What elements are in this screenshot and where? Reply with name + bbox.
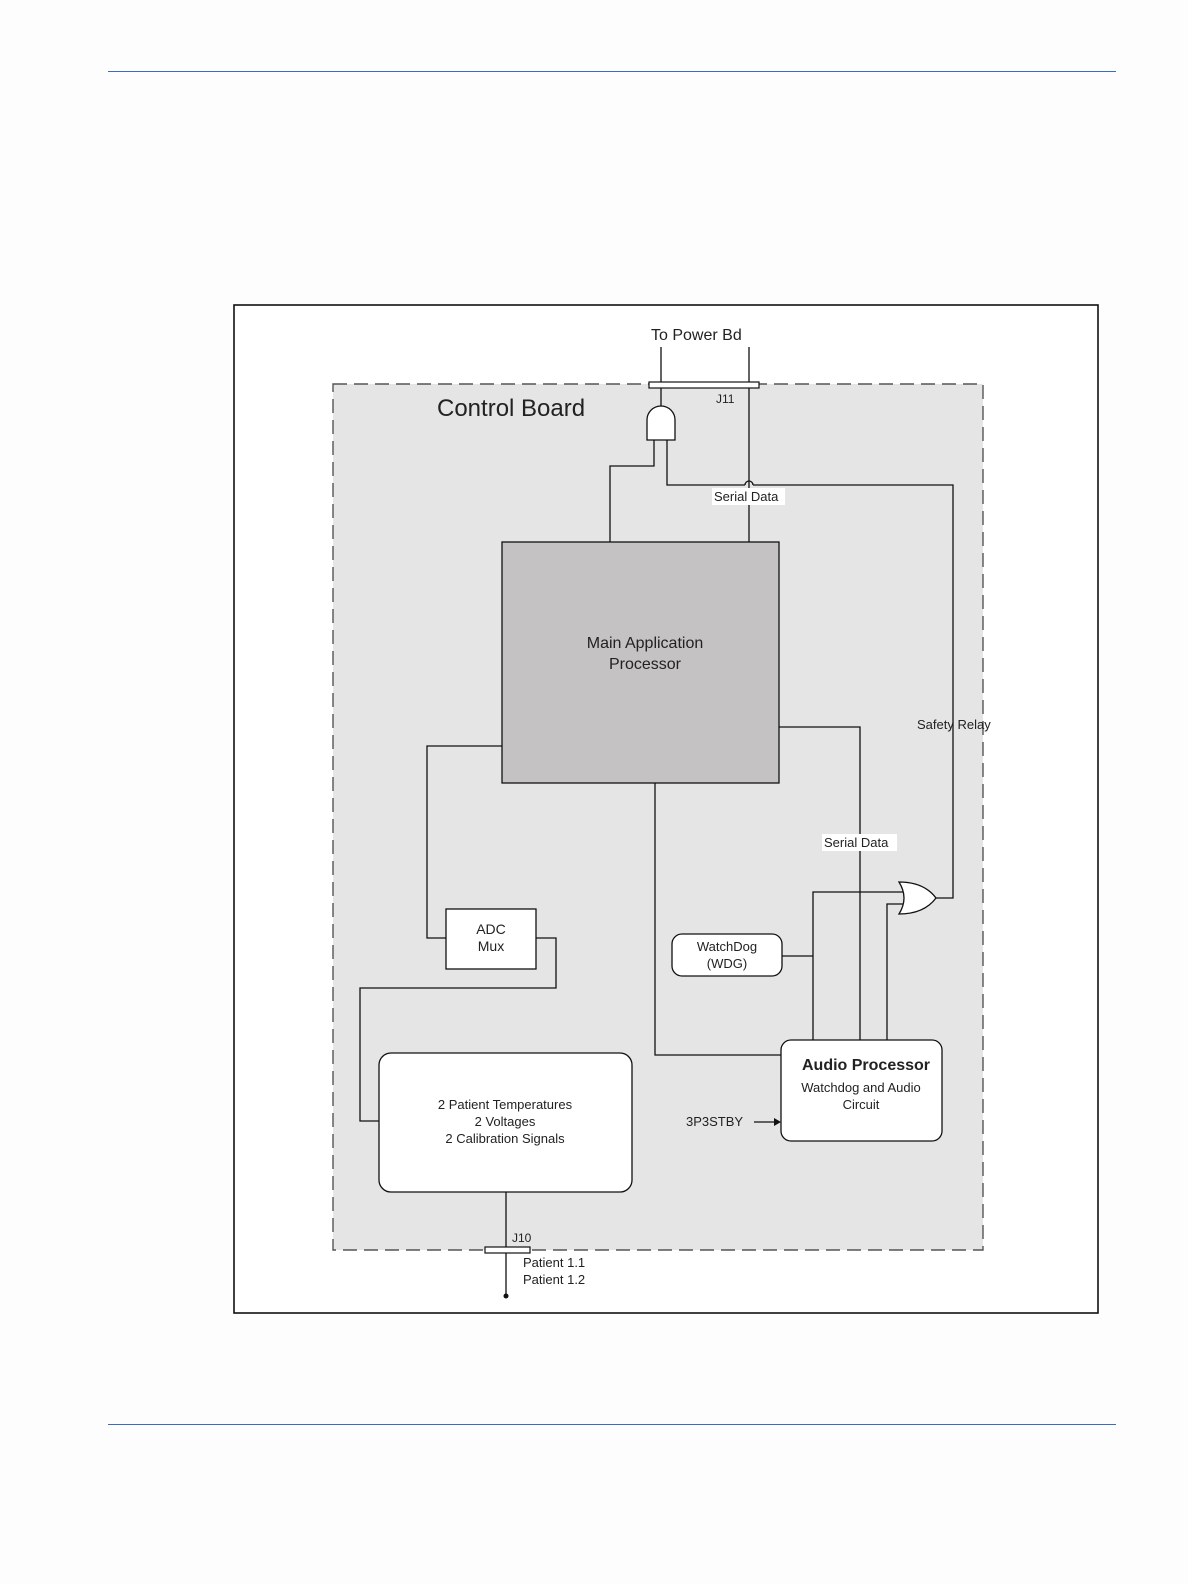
j11-connector xyxy=(649,382,759,388)
signals-line1: 2 Patient Temperatures xyxy=(438,1097,573,1112)
patient-2-label: Patient 1.2 xyxy=(523,1272,585,1287)
main-processor-line1: Main Application xyxy=(587,635,704,652)
audio-processor-line2: Circuit xyxy=(843,1097,880,1112)
to-power-label: To Power Bd xyxy=(651,327,742,344)
signals-line3: 2 Calibration Signals xyxy=(445,1131,565,1146)
serial-data-top-label: Serial Data xyxy=(714,489,779,504)
watchdog-line2: (WDG) xyxy=(707,956,747,971)
serial-data-right-label: Serial Data xyxy=(824,835,889,850)
watchdog-line1: WatchDog xyxy=(697,939,757,954)
j10-terminal-dot xyxy=(504,1294,509,1299)
safety-relay-label: Safety Relay xyxy=(917,717,991,732)
adc-mux-line2: Mux xyxy=(478,938,504,954)
j10-label: J10 xyxy=(512,1231,532,1245)
j10-connector xyxy=(485,1247,530,1253)
and-gate-symbol xyxy=(647,406,675,440)
control-board-title: Control Board xyxy=(437,395,585,422)
main-processor-line2: Processor xyxy=(609,656,682,673)
audio-processor-title: Audio Processor xyxy=(802,1057,930,1074)
adc-mux-line1: ADC xyxy=(476,921,506,937)
j11-label: J11 xyxy=(716,392,735,406)
signals-line2: 2 Voltages xyxy=(475,1114,536,1129)
audio-processor-line1: Watchdog and Audio xyxy=(801,1080,921,1095)
patient-1-label: Patient 1.1 xyxy=(523,1255,585,1270)
standby-label: 3P3STBY xyxy=(686,1114,743,1129)
